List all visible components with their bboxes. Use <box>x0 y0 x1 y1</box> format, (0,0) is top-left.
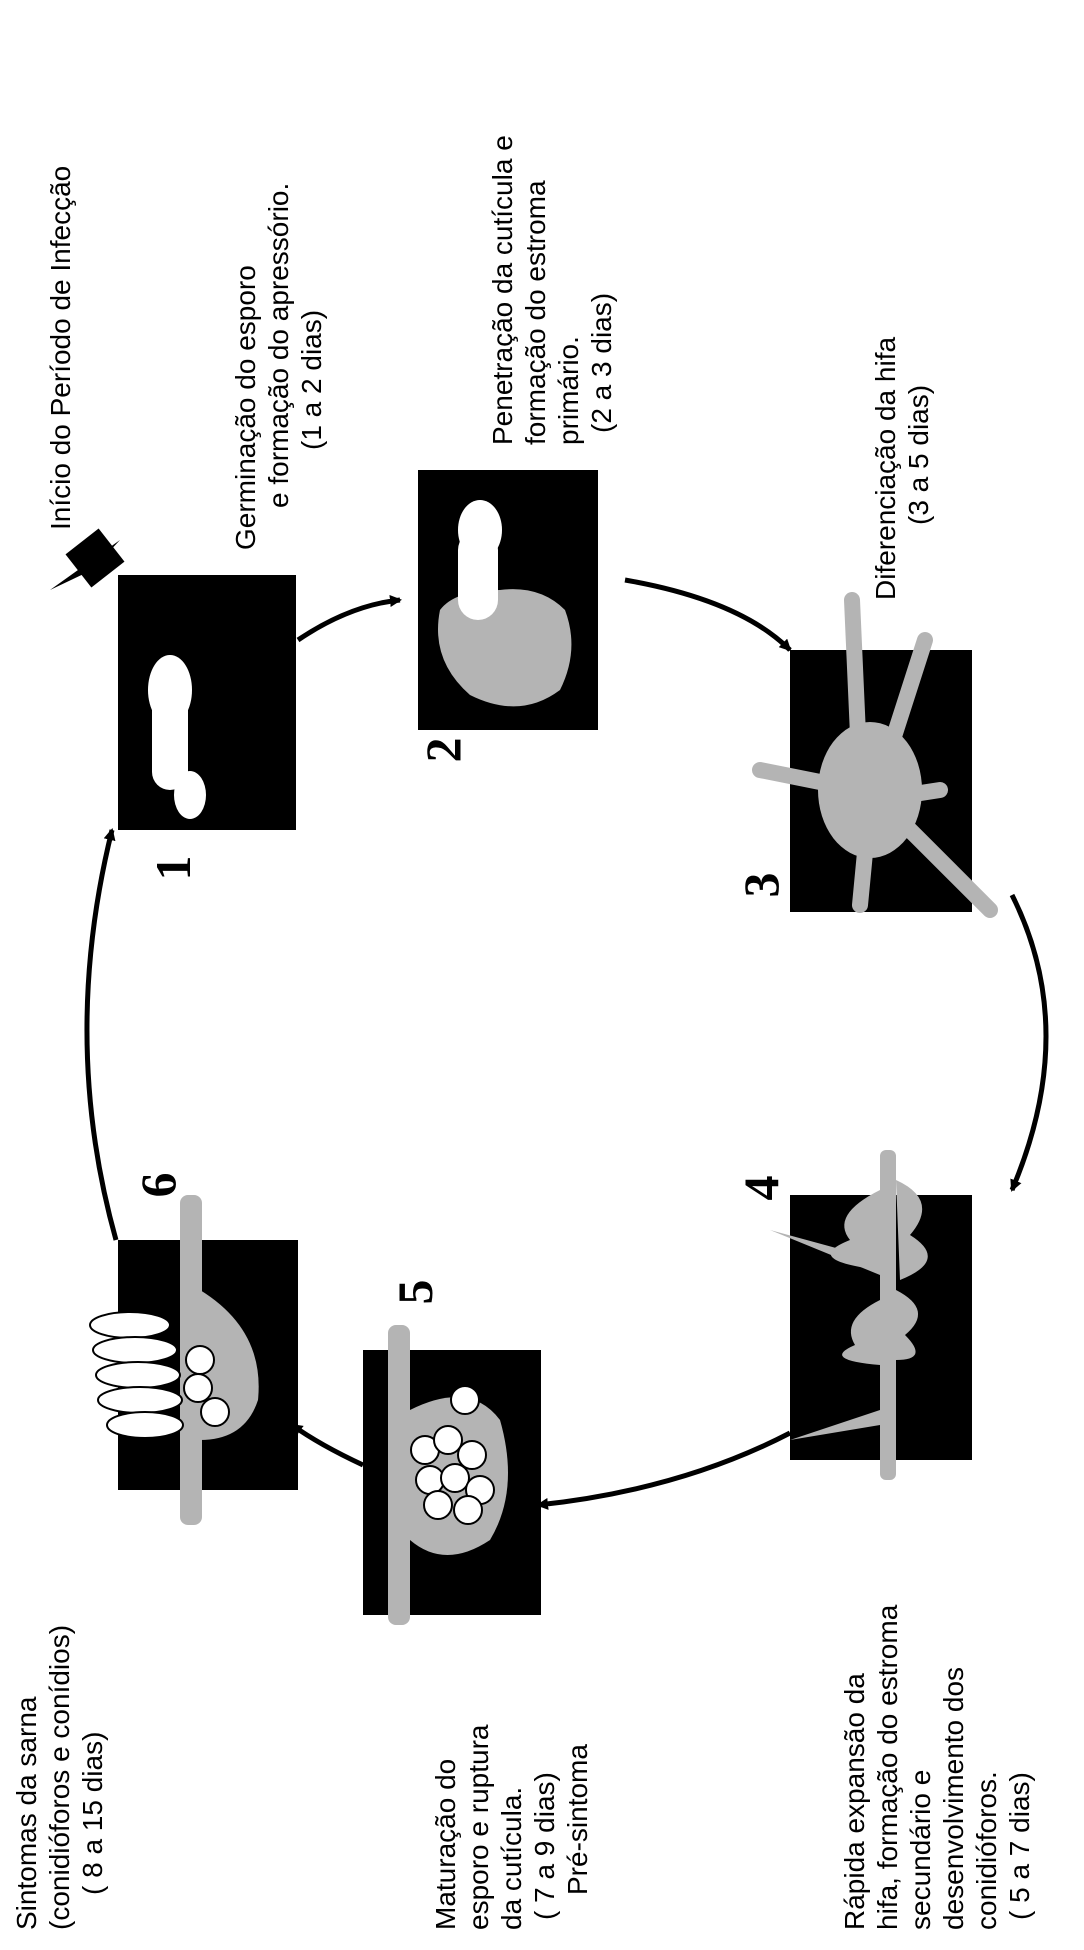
caption-line: Pré-sintoma <box>562 1744 593 1895</box>
stage-3-number: 3 <box>733 873 789 898</box>
host-tissue-strip <box>388 1325 410 1625</box>
caption-line: primário. <box>553 336 584 445</box>
caption-line: (conidióforos e conídios) <box>44 1625 75 1930</box>
arrow-6-to-1 <box>87 830 116 1240</box>
caption-line: hifa, formação do estroma <box>872 1604 903 1930</box>
caption-line: da cutícula. <box>496 1787 527 1930</box>
appressorium-icon <box>458 500 502 620</box>
arrow-3-to-4 <box>1012 895 1046 1190</box>
caption-line: Germinação do esporo <box>230 265 261 550</box>
caption-line: (1 a 2 dias) <box>296 310 327 450</box>
caption-line: e formação do apressório. <box>263 183 294 508</box>
caption-line: Diferenciação da hifa <box>870 337 901 600</box>
stage-1-number: 1 <box>145 856 201 881</box>
caption-line: (3 a 5 dias) <box>903 385 934 525</box>
caption-line: conidióforos. <box>971 1771 1002 1930</box>
arrow-5-to-6 <box>292 1425 363 1465</box>
caption-line: Penetração da cutícula e <box>487 135 518 445</box>
stage-6-caption: Sintomas da sarna (conidióforos e conídi… <box>11 1625 108 1930</box>
stage-4-panel <box>770 1150 972 1480</box>
caption-line: ( 7 a 9 dias) <box>529 1772 560 1920</box>
arrow-4-to-5 <box>538 1433 790 1505</box>
arrow-2-to-3 <box>625 580 790 650</box>
stage-2-caption: Penetração da cutícula e formação do est… <box>487 135 617 445</box>
stroma-icon <box>818 722 922 858</box>
stage-6-number: 6 <box>130 1173 186 1198</box>
caption-line: ( 8 a 15 dias) <box>77 1732 108 1895</box>
caption-line: Rápida expansão da <box>839 1673 870 1930</box>
stage-5-caption: Maturação do esporo e ruptura da cutícul… <box>430 1724 593 1930</box>
caption-line: secundário e <box>905 1770 936 1930</box>
start-label: Início do Período de Infecção <box>45 166 76 530</box>
stage-2-panel <box>418 470 598 730</box>
stage-5-number: 5 <box>387 1280 443 1305</box>
stage-4-caption: Rápida expansão da hifa, formação do est… <box>839 1604 1035 1930</box>
caption-line: esporo e ruptura <box>463 1724 494 1930</box>
stage-6-panel <box>90 1195 298 1525</box>
caption-line: (2 a 3 dias) <box>586 293 617 433</box>
stage-1-caption: Germinação do esporo e formação do apres… <box>230 183 327 550</box>
caption-line: desenvolvimento dos <box>938 1667 969 1930</box>
stage-2-number: 2 <box>415 738 471 763</box>
stage-4-number: 4 <box>733 1176 789 1201</box>
start-flag-icon <box>50 529 124 590</box>
caption-line: Maturação do <box>430 1759 461 1930</box>
caption-line: ( 5 a 7 dias) <box>1004 1772 1035 1920</box>
stage-5-panel <box>363 1325 541 1625</box>
stage-3-panel <box>760 600 990 912</box>
caption-line: formação do estroma <box>520 180 551 445</box>
arrow-1-to-2 <box>298 600 400 640</box>
caption-line: Sintomas da sarna <box>11 1696 42 1930</box>
stage-1-panel <box>118 575 296 830</box>
stage-3-caption: Diferenciação da hifa (3 a 5 dias) <box>870 337 934 600</box>
